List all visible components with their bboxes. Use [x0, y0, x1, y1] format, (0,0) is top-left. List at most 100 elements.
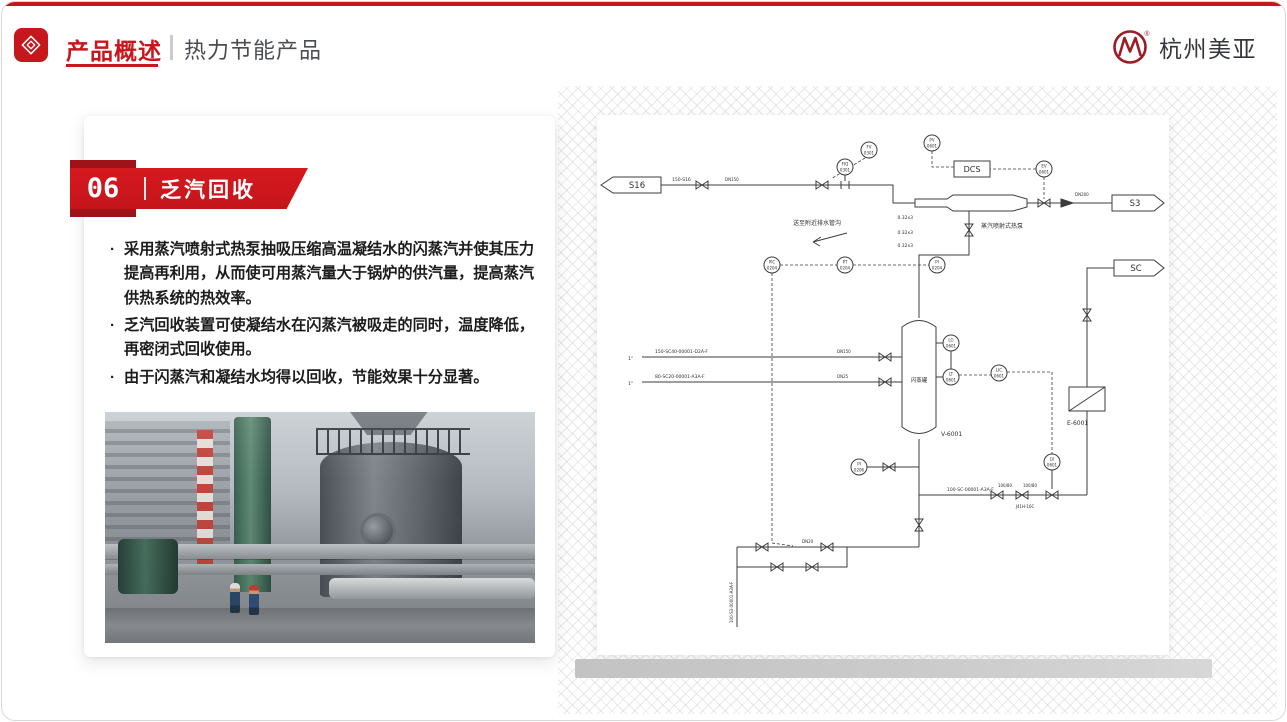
steam-ejector-symbol [914, 194, 1028, 212]
flag-label-s16: S16 [629, 181, 645, 191]
spec-tag: 0.32x3 [897, 230, 913, 236]
dn-tag: DN150 [837, 349, 851, 354]
diamond-cube-icon [21, 35, 41, 55]
flash-vessel-symbol [901, 320, 937, 434]
instrument-tag: LG [948, 338, 953, 343]
photo-worker [249, 585, 260, 616]
instrument-tag: 0601 [927, 144, 938, 149]
instrument-tag: LT [949, 372, 954, 377]
size-tag: 1" [628, 356, 633, 362]
size-tag: 1" [628, 381, 633, 387]
photo-overlay [105, 412, 535, 643]
instrument-tag: 0601 [1047, 463, 1058, 468]
photo-ground [105, 608, 535, 643]
size-tag: 100/80 [1023, 483, 1038, 488]
size-tag: 100/80 [998, 483, 1013, 488]
line-tag: 80-SC20-00001-A3A-F [655, 374, 705, 380]
photo-insulated-pipe [328, 578, 535, 600]
instrument-bubble [836, 158, 854, 176]
drain-annotation: 送至附近排水管沟 [793, 219, 841, 227]
instrument-tag: 0204 [932, 266, 943, 271]
registered-mark: ® [1144, 30, 1150, 38]
instrument-tag: 0206 [854, 468, 865, 473]
instrument-tag: PT [843, 260, 848, 265]
instrument-tag: PI [857, 462, 861, 467]
dcs-label: DCS [964, 165, 981, 174]
photo-industrial-plant [105, 412, 535, 643]
instrument-tag: 0204 [767, 266, 778, 271]
valve-symbols [695, 180, 1092, 572]
page-subtitle: 热力节能产品 [184, 38, 323, 63]
offpage-flag-s3 [1111, 194, 1165, 212]
spec-tag: 0.32x3 [897, 215, 913, 221]
heat-exchanger-symbol [1068, 386, 1106, 412]
dn-tag: DN20 [802, 539, 814, 544]
instrument-tag: 0601 [994, 374, 1005, 379]
spec-tag: 0.32x3 [897, 243, 913, 249]
line-tag: 150-SC40-00001-D2A-F [655, 349, 708, 355]
dn-tag: DN25 [837, 374, 849, 379]
vessel-name: 闪蒸罐 [911, 376, 928, 384]
photo-striped-column [197, 430, 213, 565]
instrument-tag: 0301 [864, 151, 875, 156]
instrument-tag: LV [1050, 457, 1055, 462]
photo-pipe [105, 543, 535, 559]
offpage-flag-sc [1113, 259, 1165, 277]
brand-monogram-icon: ® [1113, 30, 1150, 64]
bullet-list: 采用蒸汽喷射式热泵抽吸压缩高温凝结水的闪蒸汽并使其压力提高再利用，从而使可用蒸汽… [108, 238, 540, 393]
instrument-tag: PIC [769, 260, 776, 265]
instrument-bubble [1035, 160, 1053, 178]
instrument-tag: FV [866, 145, 871, 150]
dcs-box [953, 160, 991, 178]
pipe-lines [642, 175, 1114, 627]
page-title: 产品概述 [66, 38, 162, 64]
photo-manway [362, 516, 393, 547]
banner-divider [144, 177, 146, 200]
instrument-tag: 0601 [946, 378, 957, 383]
bullet-item: 由于闪蒸汽和凝结水均得以回收，节能效果十分显著。 [108, 366, 540, 391]
bullet-item: 采用蒸汽喷射式热泵抽吸压缩高温凝结水的闪蒸汽并使其压力提高再利用，从而使可用蒸汽… [108, 238, 540, 311]
line-tag: 100-SC-00001-A3A-F [947, 487, 994, 493]
dn-tag: DN200 [1075, 192, 1089, 197]
instrument-tag: FIQ [842, 162, 849, 167]
instrument-tag: PV [929, 138, 934, 143]
instrument-tag: 0204 [840, 266, 851, 271]
pid-diagram: S16 S3 SC DCS 150-S16 DN150 DN200 150-SC… [600, 134, 1165, 627]
line-tag-vertical: 100-S3-00001-A3A-F [729, 581, 734, 623]
instrument-bubble [763, 256, 781, 274]
dn-tag: DN150 [725, 177, 739, 182]
section-banner [70, 168, 308, 209]
pid-sheet: S16 S3 SC DCS 150-S16 DN150 DN200 150-SC… [597, 115, 1169, 655]
ejector-annotation: 蒸汽喷射式热泵 [981, 222, 1023, 230]
header: 产品概述 热力节能产品 ® 杭州美亚 [2, 6, 1285, 90]
instrument-bubble [860, 141, 878, 159]
app-logo-icon [14, 28, 48, 62]
instrument-bubble [836, 256, 854, 274]
instrument-tag: EV [1041, 164, 1047, 169]
instrument-tag: 0301 [840, 168, 851, 173]
instrument-signal-lines [771, 151, 1053, 547]
photo-pipe [105, 564, 535, 575]
equipment-symbols [600, 134, 1165, 476]
offpage-flag-s16 [600, 176, 662, 194]
instrument-tag: 0601 [1039, 170, 1050, 175]
instrument-bubble [942, 334, 960, 352]
bullet-item: 乏汽回收装置可使凝结水在闪蒸汽被吸走的同时，温度降低，再密闭式回收使用。 [108, 314, 540, 363]
check-valve-symbol [1060, 198, 1075, 208]
flag-label-s3: S3 [1130, 199, 1141, 209]
instrument-bubble [850, 458, 868, 476]
instrument-tag: LIC [996, 368, 1002, 373]
content-card: 06 乏汽回收 采用蒸汽喷射式热泵抽吸压缩高温凝结水的闪蒸汽并使其压力提高再利用… [70, 116, 555, 657]
section-number: 06 [86, 173, 120, 204]
photo-green-column [234, 416, 271, 593]
instrument-tag: PI [935, 260, 939, 265]
instrument-bubble [928, 256, 946, 274]
title-underline [66, 64, 158, 67]
brand-name: 杭州美亚 [1159, 36, 1257, 62]
instrument-bubble [990, 364, 1008, 382]
flag-label-sc: SC [1130, 264, 1141, 274]
section-title: 乏汽回收 [160, 179, 256, 202]
instrument-bubble [1043, 453, 1061, 471]
